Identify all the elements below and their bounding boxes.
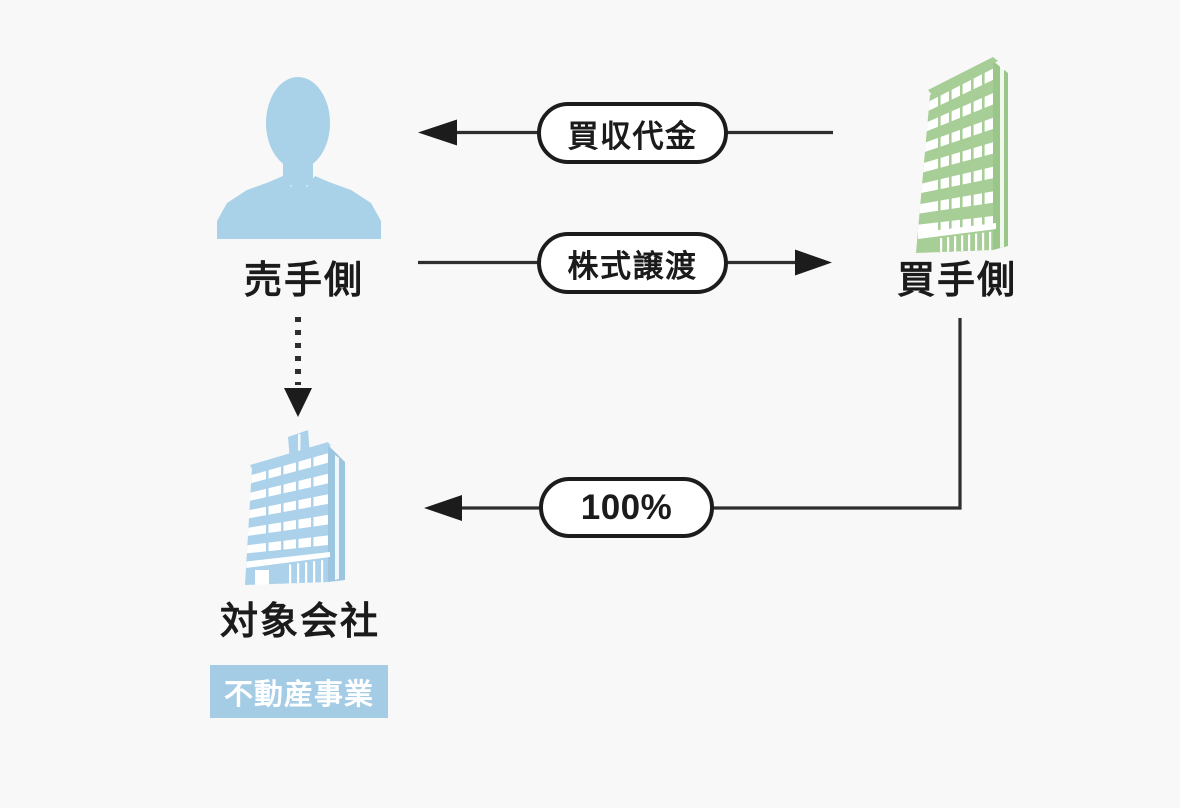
green-office-building-icon — [916, 57, 1008, 253]
succession-dotted-arrow — [284, 317, 312, 417]
businessman-icon — [217, 77, 381, 239]
seller-label: 売手側 — [243, 260, 364, 302]
payment-pill: 買収代金 — [537, 102, 728, 164]
payment-arrowhead-icon — [418, 119, 457, 146]
succession-arrowhead-icon — [284, 388, 312, 417]
real-estate-business-badge: 不動産事業 — [210, 665, 388, 718]
share-transfer-pill: 株式譲渡 — [537, 232, 728, 294]
blue-office-building-icon — [245, 430, 345, 585]
necktie-icon — [287, 179, 311, 238]
ownership-arrowhead-icon — [424, 495, 462, 521]
ownership-percent-pill: 100% — [539, 477, 714, 538]
buyer-label: 買手側 — [896, 260, 1017, 302]
share-transfer-arrowhead-icon — [795, 249, 832, 276]
target-company-label: 対象会社 — [219, 601, 380, 643]
